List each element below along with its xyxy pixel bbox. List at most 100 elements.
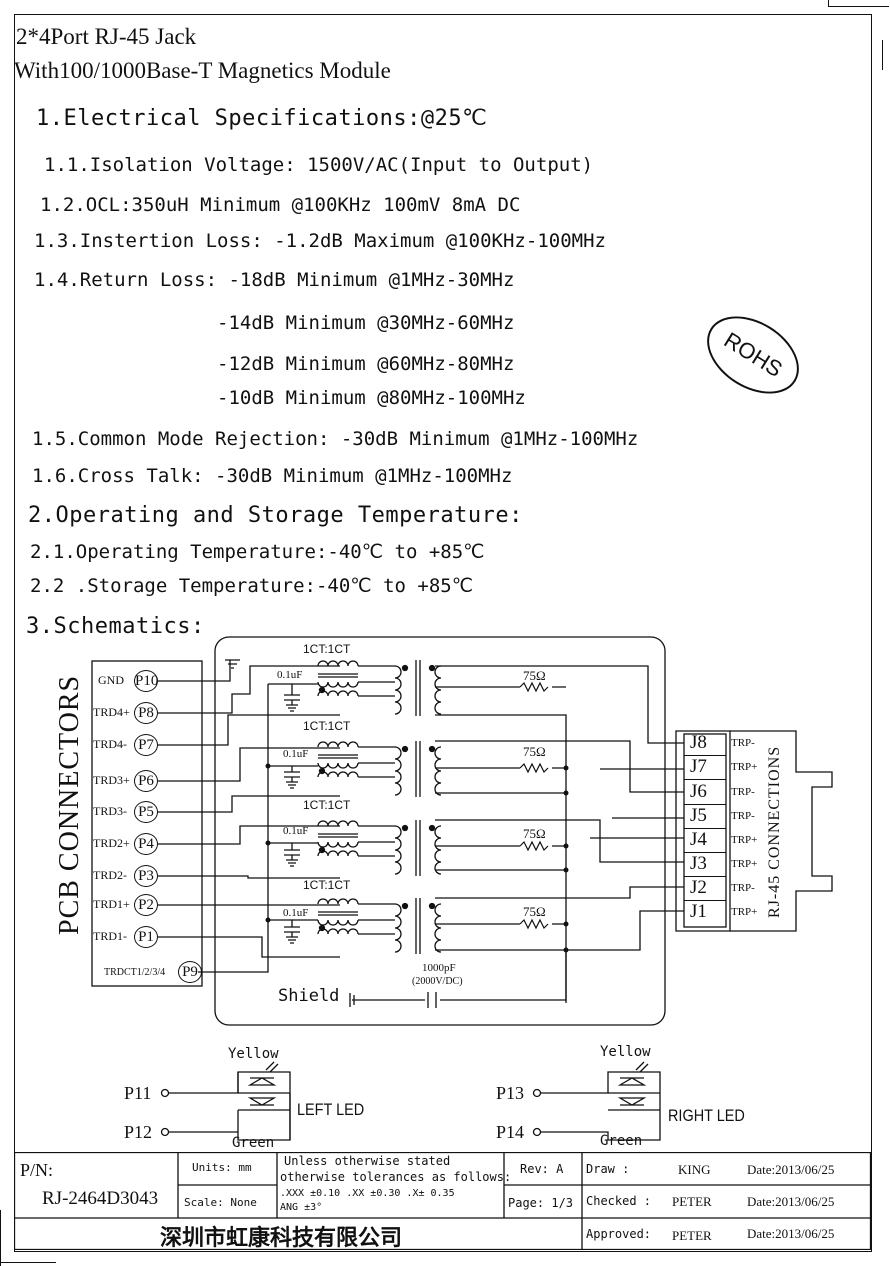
rj45-pin-divider — [684, 779, 726, 780]
pn-value: RJ-2464D3043 — [42, 1188, 159, 1209]
pcb-pin-circle: P10 — [134, 670, 158, 692]
tolerance-line-3: .XXX ±0.10 .XX ±0.30 .X± 0.35 — [280, 1188, 455, 1199]
ratio-label: 1CT:1CT — [303, 719, 351, 733]
title-line-1: 2*4Port RJ-45 Jack — [16, 24, 197, 49]
pcb-pin-circle: P3 — [134, 865, 158, 887]
led-color-label: Yellow — [600, 1044, 651, 1060]
rj45-pin-label: TRP+ — [731, 761, 758, 773]
section-temperature-heading: 2.Operating and Storage Temperature: — [28, 503, 523, 528]
draw-label: Draw : — [586, 1162, 630, 1176]
pcb-pin-label: TRD1- — [93, 929, 127, 943]
ratio-label: 1CT:1CT — [303, 798, 351, 812]
pcb-connectors-label: PCB CONNECTORS — [54, 674, 85, 935]
res-label: 75Ω — [523, 826, 546, 841]
res-label: 75Ω — [523, 744, 546, 759]
rj45-connections-label: RJ-45 CONNECTIONS — [766, 745, 783, 918]
resistor — [519, 681, 549, 693]
corner-mark — [828, 0, 889, 7]
pcb-pin-label: TRD4- — [93, 737, 127, 751]
rj45-housing — [730, 730, 833, 932]
led-pin-label: P12 — [124, 1122, 153, 1142]
cap-label: 0.1uF — [283, 748, 309, 760]
approved-label: Approved: — [586, 1227, 652, 1241]
pcb-pin-circle: P5 — [134, 801, 158, 823]
pcb-pin-circle: P9 — [178, 961, 202, 983]
units: Units: mm — [192, 1161, 252, 1174]
pcb-connector-box — [91, 660, 203, 987]
pcb-pin-circle: P2 — [134, 894, 158, 916]
tolerance-line-1: Unless otherwise stated — [284, 1154, 451, 1168]
spec-item: 1.2.OCL:350uH Minimum @100KHz 100mV 8mA … — [40, 194, 521, 216]
spec-item: 1.1.Isolation Voltage: 1500V/AC(Input to… — [44, 154, 594, 176]
title-line-2: With100/1000Base-T Magnetics Module — [14, 58, 391, 83]
rj45-pin-label: TRP+ — [731, 906, 758, 918]
pcb-pin-label: GND — [98, 673, 124, 687]
rj45-pin: J8 — [690, 732, 707, 753]
spec-item: -12dB Minimum @60MHz-80MHz — [217, 353, 515, 375]
pcb-pin-label: TRD1+ — [93, 897, 130, 911]
rj45-pin-divider — [684, 852, 726, 853]
section-electrical-heading: 1.Electrical Specifications:@25℃ — [36, 106, 488, 131]
draw-date: Date:2013/06/25 — [747, 1162, 835, 1177]
corner-mark — [0, 1210, 3, 1266]
left-led-label: LEFT LED — [297, 1100, 365, 1119]
cap-label: 0.1uF — [283, 825, 309, 837]
led-color-label: Green — [600, 1133, 643, 1149]
rj45-pin-divider — [684, 828, 726, 829]
drawing-frame — [14, 14, 872, 1252]
temp-item: 2.2 .Storage Temperature:-40℃ to +85℃ — [30, 575, 474, 597]
pcb-pin-circle: P4 — [134, 833, 158, 855]
led-color-label: Yellow — [228, 1046, 279, 1062]
res-label: 75Ω — [523, 668, 546, 683]
rj45-pin-label: TRP- — [731, 786, 755, 798]
rj45-pin: J5 — [690, 805, 707, 826]
spec-item: -14dB Minimum @30MHz-60MHz — [217, 312, 515, 334]
shield-cap-rating: (2000V/DC) — [412, 976, 463, 987]
pcb-pin-circle: P6 — [134, 770, 158, 792]
ratio-label: 1CT:1CT — [303, 642, 351, 656]
tolerance-line-2: otherwise tolerances as follows: — [280, 1170, 512, 1184]
rj45-pin-label: TRP- — [731, 737, 755, 749]
pcb-pin-label: TRD2+ — [93, 836, 130, 850]
section-schematics-heading: 3.Schematics: — [26, 614, 205, 639]
rj45-pin: J1 — [690, 901, 707, 922]
pcb-pin-label: TRD4+ — [93, 705, 130, 719]
spec-item: 1.6.Cross Talk: -30dB Minimum @1MHz-100M… — [32, 465, 513, 487]
led-pin-label: P13 — [496, 1083, 525, 1103]
rj45-pin-label: TRP- — [731, 882, 755, 894]
module-outline — [214, 636, 666, 1026]
corner-mark — [882, 40, 885, 70]
led-color-label: Green — [232, 1135, 275, 1151]
schematic-diagram — [91, 636, 833, 1141]
checked-name: PETER — [672, 1194, 712, 1209]
rj45-pin-divider — [684, 755, 726, 756]
rj45-pin-divider — [684, 804, 726, 805]
right-led-label: RIGHT LED — [668, 1106, 745, 1125]
title-block: P/N: RJ-2464D3043 深圳市虹康科技有限公司 Units: mm … — [14, 1152, 872, 1250]
resistor — [519, 762, 549, 774]
shield-cap-label: 1000pF — [422, 962, 456, 974]
rj45-pin-label: TRP+ — [731, 834, 758, 846]
spec-item: 1.5.Common Mode Rejection: -30dB Minimum… — [32, 428, 639, 450]
rj45-pin: J3 — [690, 853, 707, 874]
spec-item: -10dB Minimum @80MHz-100MHz — [217, 387, 526, 409]
res-label: 75Ω — [523, 904, 546, 919]
company-name: 深圳市虹康科技有限公司 — [160, 1225, 403, 1250]
shield-label: Shield — [278, 986, 340, 1006]
draw-name: KING — [678, 1162, 711, 1177]
checked-label: Checked : — [586, 1194, 652, 1208]
approved-date: Date:2013/06/25 — [747, 1226, 835, 1241]
approved-name: PETER — [672, 1228, 712, 1243]
tolerance-line-4: ANG ±3° — [280, 1202, 323, 1213]
pcb-pin-circle: P8 — [134, 702, 158, 724]
corner-mark — [0, 1262, 56, 1265]
rj45-pin-divider — [684, 900, 726, 901]
spec-item: 1.4.Return Loss: -18dB Minimum @1MHz-30M… — [34, 269, 515, 291]
revision: Rev: A — [520, 1162, 564, 1176]
pn-label: P/N: — [20, 1160, 54, 1180]
pcb-pin-circle: P7 — [134, 734, 158, 756]
rj45-pin-label: TRP- — [731, 810, 755, 822]
title-block-grid — [14, 1152, 872, 1250]
resistor — [519, 840, 549, 852]
led-pin-label: P11 — [124, 1083, 152, 1103]
